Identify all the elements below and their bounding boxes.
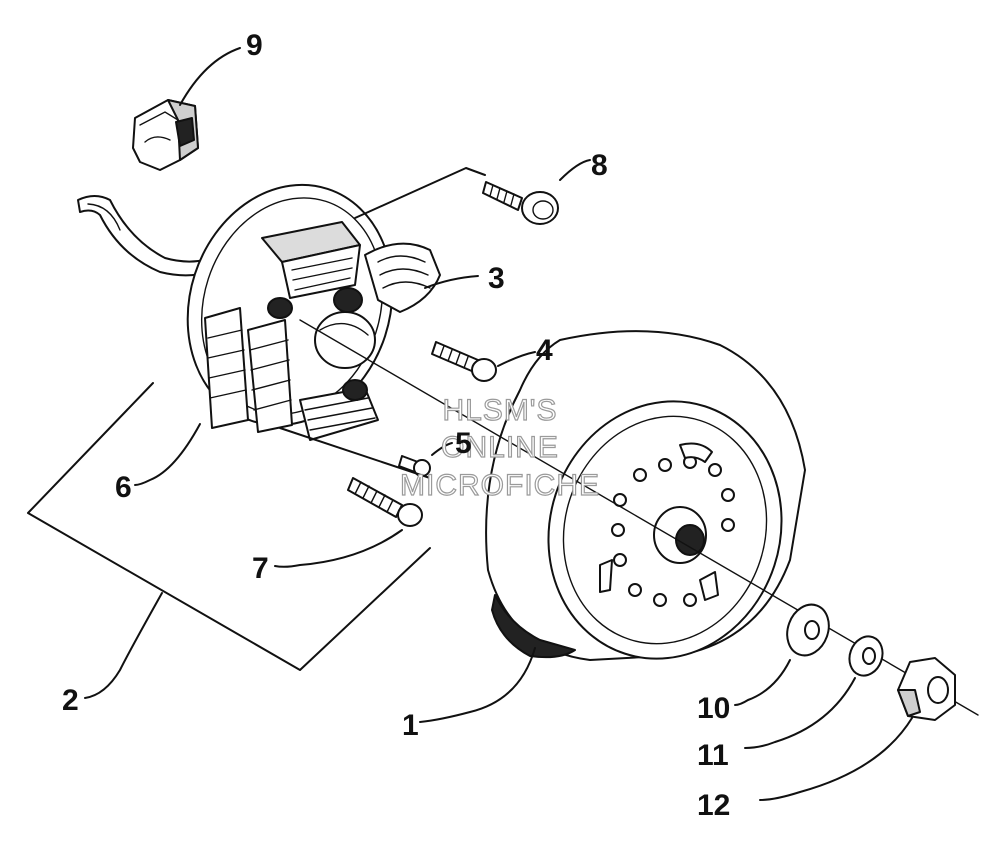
callout-4: 4 — [536, 334, 553, 367]
part-7-screw — [274, 427, 431, 568]
watermark-line-1: HLSM'S — [442, 394, 557, 427]
callout-5: 5 — [455, 427, 472, 460]
flywheel-holes — [611, 455, 735, 607]
callout-11: 11 — [697, 739, 729, 772]
watermark-line-3: MICROFICHE — [400, 469, 600, 502]
part-11-lockwasher — [744, 635, 884, 749]
part-12-nut — [759, 657, 956, 801]
watermark: HLSM'S ONLINE MICROFICHE — [399, 393, 600, 502]
part-1-flywheel — [419, 330, 806, 723]
callout-9: 9 — [246, 29, 263, 62]
watermark-line-2: ONLINE — [441, 431, 559, 464]
part-4-screw — [431, 341, 536, 382]
part-9-grommet — [132, 99, 199, 171]
leader-6 — [134, 423, 201, 486]
leader-9 — [179, 47, 241, 106]
callout-1: 1 — [402, 709, 419, 742]
leader-3 — [424, 275, 479, 289]
part-10-washer — [734, 603, 830, 706]
callout-7: 7 — [252, 552, 269, 585]
callout-10: 10 — [697, 692, 730, 725]
callout-12: 12 — [697, 789, 730, 822]
part-2-stator-assembly — [27, 183, 441, 699]
part-8-screw — [354, 159, 591, 225]
callout-2: 2 — [62, 684, 79, 717]
callout-8: 8 — [591, 149, 608, 182]
callout-6: 6 — [115, 471, 132, 504]
callout-3: 3 — [488, 262, 505, 295]
